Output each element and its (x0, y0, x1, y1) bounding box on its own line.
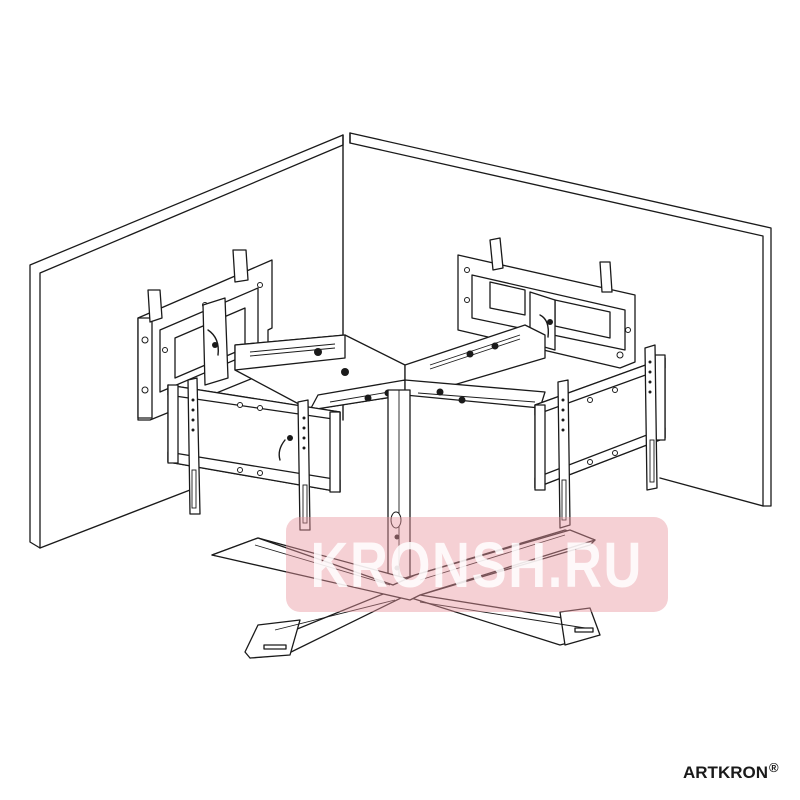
brand-name: ARTKRON (683, 763, 768, 782)
registered-mark-icon: ® (769, 760, 779, 775)
tv-bracket-back-left (137, 249, 273, 421)
hole-row (561, 360, 652, 465)
vertical-pole (387, 389, 411, 581)
tv-bracket-front-left (167, 377, 341, 531)
right-wall (349, 132, 772, 507)
cross-arm (234, 324, 546, 411)
hole-row (191, 398, 306, 476)
brand-logo: ARTKRON® (683, 760, 779, 783)
cross-base (211, 529, 601, 659)
tv-bracket-front-right (534, 344, 666, 529)
